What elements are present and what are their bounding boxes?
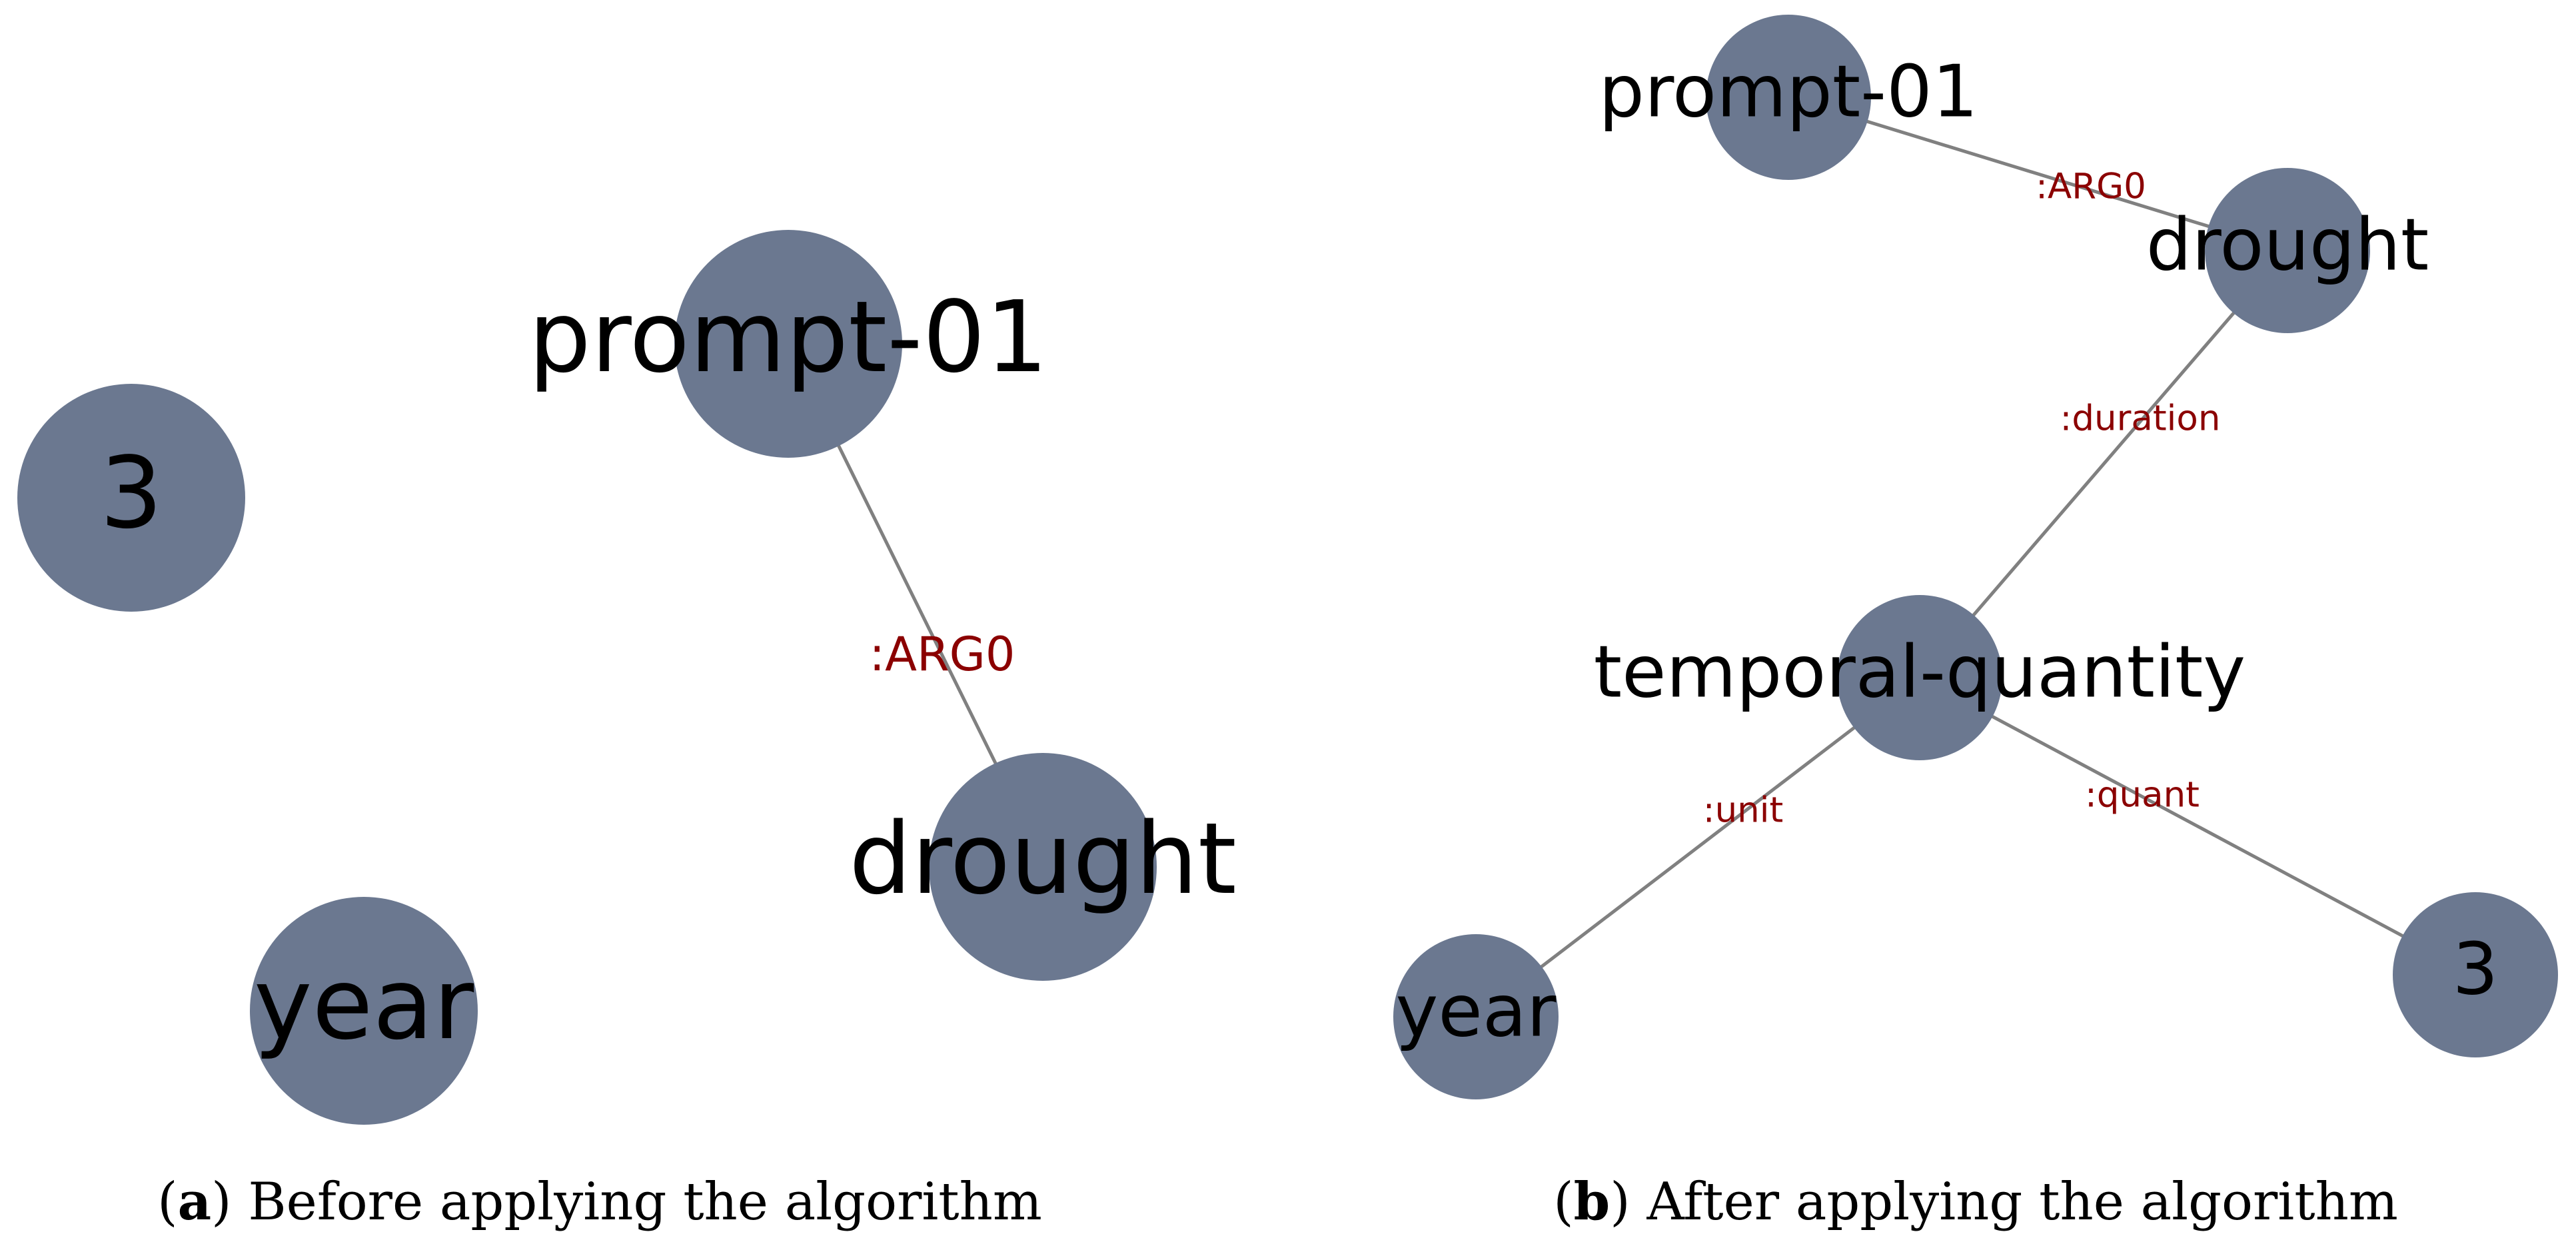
panel-a-node-prompt-circle — [674, 230, 902, 458]
panel-b-edge-label-duration: :duration — [2060, 398, 2221, 439]
panel-b-node-3-label: 3 — [2453, 928, 2499, 1011]
panel-b-node-drought-circle — [2205, 168, 2370, 333]
panel-b-caption: (b) After applying the algorithm — [1553, 1171, 2398, 1232]
panel-b-edge-label-unit: :unit — [1703, 790, 1784, 831]
panel-b-node-3-circle — [2393, 892, 2558, 1057]
panel-b-node-prompt-label: prompt-01 — [1599, 51, 1978, 134]
panel-a-caption: (a) Before applying the algorithm — [157, 1171, 1042, 1232]
panel-a-node-drought-label: drought — [849, 802, 1237, 916]
panel-a-node-prompt-label: prompt-01 — [528, 280, 1048, 394]
panel-b-caption-letter: b — [1573, 1171, 1610, 1232]
panel-a-graph: :ARG0 3 prompt-01 drought year — [17, 230, 1237, 1125]
panel-a-node-3-circle — [17, 384, 245, 612]
panel-b-caption-text: After applying the algorithm — [1646, 1172, 2398, 1232]
panel-b-node-year-label: year — [1396, 970, 1557, 1053]
panel-b-node-temporal-circle — [1837, 595, 2002, 760]
panel-a-node-year-label: year — [254, 947, 474, 1061]
panel-b-node-prompt-circle — [1706, 15, 1871, 180]
panel-b-node-drought-label: drought — [2146, 204, 2429, 287]
panel-b-node-temporal-label: temporal-quantity — [1594, 631, 2246, 714]
panel-a-caption-text: Before applying the algorithm — [248, 1172, 1042, 1232]
panel-b-edge-label-quant: :quant — [2085, 775, 2200, 816]
panel-b-edge-label-arg0: :ARG0 — [2036, 167, 2146, 207]
panel-b-edge-quant — [1918, 676, 2477, 977]
panel-b-edge-arg0 — [1788, 95, 2288, 253]
panel-a-node-drought-circle — [929, 753, 1157, 981]
panel-a-node-year-circle — [250, 897, 478, 1125]
panel-b-node-year-circle — [1393, 934, 1559, 1099]
panel-b-edge-unit — [1475, 676, 1921, 1018]
panel-b-edge-duration — [1918, 249, 2289, 679]
panel-a-caption-letter: a — [177, 1171, 212, 1232]
panel-a-node-3-label: 3 — [100, 436, 163, 550]
panel-b-graph: :ARG0 :duration :unit :quant prompt-01 d… — [1393, 15, 2558, 1099]
panel-a-edge-label-arg0: :ARG0 — [870, 627, 1015, 682]
